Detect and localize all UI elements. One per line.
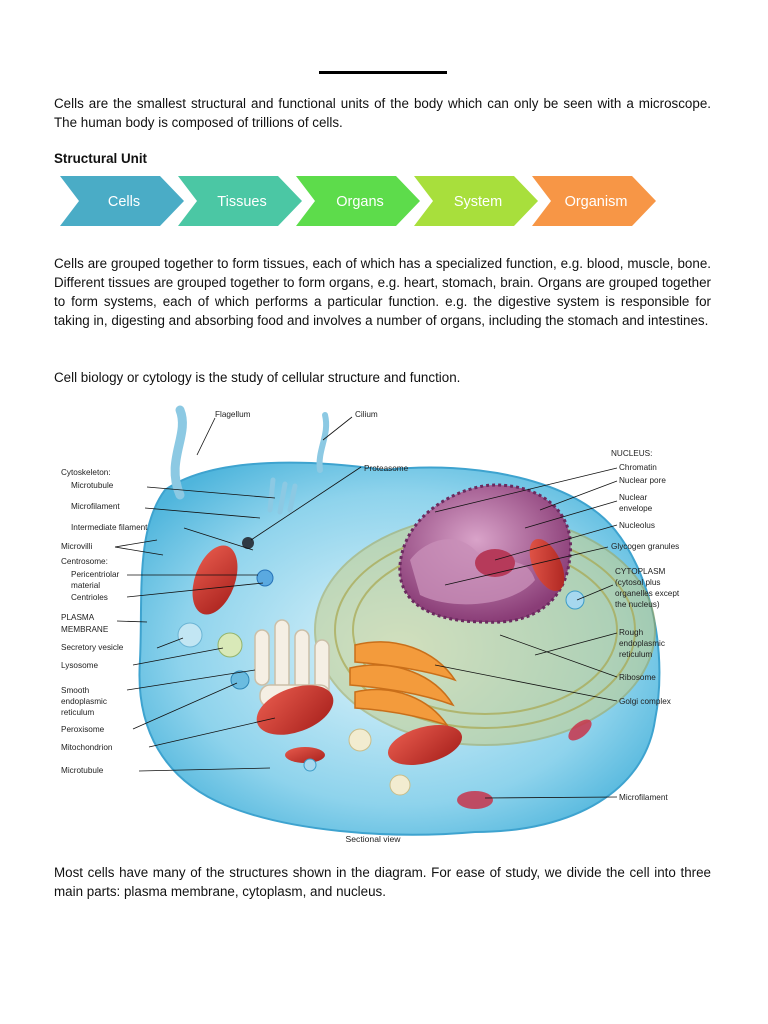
label-cytoplasm-4: the nucleus) (615, 600, 660, 609)
microvilli-shape (267, 477, 298, 515)
label-plasma-1: PLASMA (61, 613, 95, 622)
label-nucleus: NUCLEUS: (611, 449, 652, 458)
cilium-shape (316, 412, 330, 473)
chevron-tissues: Tissues (178, 176, 302, 226)
label-microtubule-bottom: Microtubule (61, 766, 104, 775)
label-microfilament-bottom: Microfilament (619, 793, 668, 802)
intro-paragraph: Cells are the smallest structural and fu… (54, 96, 711, 130)
chevron-label-organs: Organs (336, 194, 384, 210)
flagellum-shape (170, 405, 187, 500)
label-glycogen: Glycogen granules (611, 542, 679, 551)
label-nucleolus: Nucleolus (619, 521, 655, 530)
label-nuclear-envelope-2: envelope (619, 504, 653, 513)
label-smooth-er-1: Smooth (61, 686, 90, 695)
label-pericentriolar-2: material (71, 581, 100, 590)
label-nuclear-envelope-1: Nuclear (619, 493, 647, 502)
label-leader-lines (114, 416, 618, 799)
cytology-paragraph: Cell biology or cytology is the study of… (54, 370, 461, 385)
label-plasma-2: MEMBRANE (61, 625, 109, 634)
label-microvilli: Microvilli (61, 542, 93, 551)
label-microtubule: Microtubule (71, 481, 114, 490)
peroxisome-shape (230, 670, 250, 690)
chevron-label-organism: Organism (565, 194, 628, 210)
nucleolus-shape (475, 549, 515, 577)
label-microfilament-left: Microfilament (71, 502, 120, 511)
tissues-paragraph: Cells are grouped together to form tissu… (54, 256, 711, 328)
cell-diagram: Flagellum Cilium Proteasome Cytoskeleton… (61, 405, 680, 844)
label-lysosome: Lysosome (61, 661, 98, 670)
label-flagellum: Flagellum (215, 410, 251, 419)
mitochondrion-shape-2 (192, 545, 238, 615)
chevron-label-cells: Cells (108, 194, 140, 210)
cell-labels: Flagellum Cilium Proteasome Cytoskeleton… (61, 410, 680, 802)
label-ribosome: Ribosome (619, 673, 656, 682)
title-underline (319, 71, 447, 74)
chevron-organs: Organs (296, 176, 420, 226)
label-smooth-er-2: endoplasmic (61, 697, 107, 706)
mitochondrion-shape-3 (388, 725, 462, 765)
label-rough-er-1: Rough (619, 628, 644, 637)
label-cytoplasm-1: CYTOPLASM (615, 567, 666, 576)
label-golgi: Golgi complex (619, 697, 671, 706)
label-pericentriolar-1: Pericentriolar (71, 570, 120, 579)
chevron-cells: Cells (60, 176, 184, 226)
label-peroxisome: Peroxisome (61, 725, 105, 734)
chevron-system: System (414, 176, 538, 226)
label-cytoplasm-3: organelles except (615, 589, 680, 598)
chevron-organism: Organism (532, 176, 656, 226)
label-smooth-er-3: reticulum (61, 708, 94, 717)
microfilament-shape (457, 791, 493, 809)
figure-caption: Sectional view (346, 834, 402, 844)
label-intermediate-filament: Intermediate filament (71, 523, 148, 532)
mitochondrion-shape-4 (529, 538, 565, 592)
secretory-vesicle-shape (177, 622, 203, 648)
label-mitochondrion: Mitochondrion (61, 743, 113, 752)
label-centrioles: Centrioles (71, 593, 108, 602)
chevron-label-system: System (454, 194, 502, 210)
chevron-label-tissues: Tissues (217, 194, 266, 210)
golgi-shape (349, 641, 457, 727)
label-cytoskeleton: Cytoskeleton: (61, 468, 111, 477)
label-secretory-vesicle: Secretory vesicle (61, 643, 124, 652)
lysosome-shape (217, 632, 243, 658)
label-cilium: Cilium (355, 410, 378, 419)
cell-parts-paragraph: Most cells have many of the structures s… (54, 865, 711, 899)
cell-illustration (138, 405, 661, 836)
label-chromatin: Chromatin (619, 463, 657, 472)
label-proteasome: Proteasome (364, 464, 409, 473)
label-rough-er-2: endoplasmic (619, 639, 665, 648)
label-nuclear-pore: Nuclear pore (619, 476, 666, 485)
label-rough-er-3: reticulum (619, 650, 652, 659)
structural-unit-diagram: Cells Tissues Organs System Organism (60, 176, 656, 226)
label-cytoplasm-2: (cytosol plus (615, 578, 661, 587)
label-centrosome: Centrosome: (61, 557, 108, 566)
mitochondrion-shape-1 (256, 685, 334, 735)
structural-unit-heading: Structural Unit (54, 151, 147, 166)
centriole-shape (256, 569, 274, 587)
